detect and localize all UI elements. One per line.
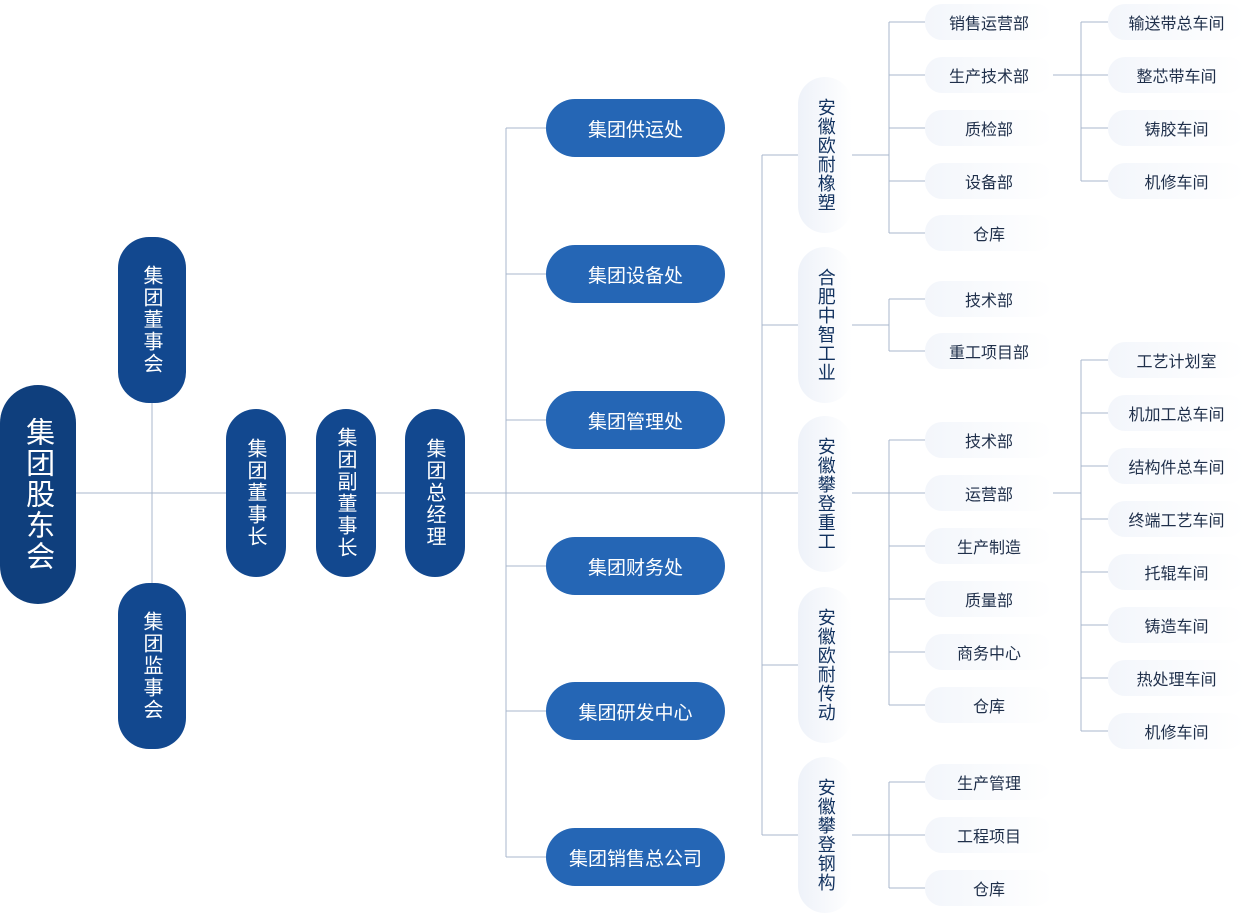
company-node: 安徽欧耐传动 xyxy=(798,587,852,743)
root-node: 集团股东会 xyxy=(0,385,76,604)
unit-node: 仓库 xyxy=(925,687,1053,723)
vice-chairman-node: 集团副董事长 xyxy=(316,409,376,577)
unit-node: 仓库 xyxy=(925,215,1053,251)
workshop-node: 终端工艺车间 xyxy=(1108,501,1245,537)
unit-node: 工程项目 xyxy=(925,817,1053,853)
unit-node: 运营部 xyxy=(925,475,1053,511)
company-node: 安徽攀登钢构 xyxy=(798,757,852,913)
unit-node: 生产管理 xyxy=(925,764,1053,800)
company-node: 安徽欧耐橡塑 xyxy=(798,77,852,233)
workshop-node: 托辊车间 xyxy=(1108,554,1245,590)
department-node: 集团供运处 xyxy=(546,99,725,157)
workshop-node: 机加工总车间 xyxy=(1108,395,1245,431)
department-node: 集团管理处 xyxy=(546,391,725,449)
unit-node: 技术部 xyxy=(925,281,1053,317)
workshop-node: 机修车间 xyxy=(1108,163,1245,199)
unit-node: 设备部 xyxy=(925,163,1053,199)
workshop-node: 工艺计划室 xyxy=(1108,342,1245,378)
unit-node: 生产技术部 xyxy=(925,57,1053,93)
workshop-node: 结构件总车间 xyxy=(1108,448,1245,484)
workshop-node: 热处理车间 xyxy=(1108,660,1245,696)
department-node: 集团研发中心 xyxy=(546,682,725,740)
department-node: 集团财务处 xyxy=(546,537,725,595)
unit-node: 技术部 xyxy=(925,422,1053,458)
workshop-node: 铸造车间 xyxy=(1108,607,1245,643)
department-node: 集团设备处 xyxy=(546,245,725,303)
unit-node: 销售运营部 xyxy=(925,4,1053,40)
workshop-node: 机修车间 xyxy=(1108,713,1245,749)
workshop-node: 铸胶车间 xyxy=(1108,110,1245,146)
unit-node: 商务中心 xyxy=(925,634,1053,670)
unit-node: 仓库 xyxy=(925,870,1053,906)
unit-node: 生产制造 xyxy=(925,528,1053,564)
department-node: 集团销售总公司 xyxy=(546,828,725,886)
unit-node: 质检部 xyxy=(925,110,1053,146)
supervisory-node: 集团监事会 xyxy=(118,583,186,749)
workshop-node: 输送带总车间 xyxy=(1108,4,1245,40)
company-node: 合肥中智工业 xyxy=(798,247,852,403)
company-node: 安徽攀登重工 xyxy=(798,416,852,572)
board-node: 集团董事会 xyxy=(118,237,186,403)
chairman-node: 集团董事长 xyxy=(226,409,286,577)
unit-node: 质量部 xyxy=(925,581,1053,617)
unit-node: 重工项目部 xyxy=(925,333,1053,369)
general-manager-node: 集团总经理 xyxy=(405,409,465,577)
workshop-node: 整芯带车间 xyxy=(1108,57,1245,93)
